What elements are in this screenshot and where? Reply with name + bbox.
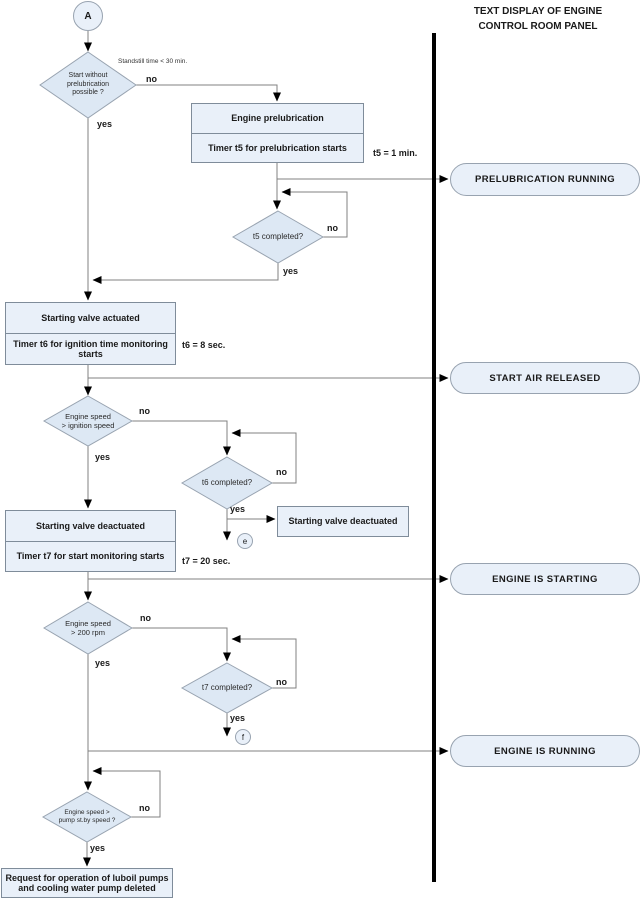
decision-t5-completed-label: t5 completed? [252,232,304,241]
panel-message-engine-is-running: ENGINE IS RUNNING [450,735,640,767]
panel-title-line1: TEXT DISPLAY OF ENGINE [473,6,603,17]
process-starting-valve-deactuated-side-title: Starting valve deactuated [288,516,398,527]
decision-start-without-prelub-label: Start without prelubrication possible ? [66,71,110,97]
label-no-7: no [139,803,150,813]
decision-t7-completed-shape [180,662,274,714]
decision-200rpm-shape [43,601,133,655]
label-no-2: no [327,223,338,233]
label-standstill-note: Standstill time < 30 min. [118,58,188,65]
edge-t5-no-loop [281,188,348,238]
label-t5-note: t5 = 1 min. [373,148,418,158]
decision-t7-completed-label: t7 completed? [201,683,253,692]
decision-t6-completed-shape [181,456,273,510]
process-engine-prelubrication-subtitle: Timer t5 for prelubrication starts [208,142,347,153]
process-starting-valve-deactuated-title: Starting valve deactuated [6,511,175,542]
label-t7-note: t7 = 20 sec. [182,556,231,566]
label-yes-6: yes [230,713,246,723]
flow-edges [83,31,449,867]
process-starting-valve-actuated-title: Starting valve actuated [6,303,175,334]
connector-e: e [237,533,253,549]
process-request-pumps: Request for operation of luboil pumps an… [1,868,173,898]
decision-ignition-speed-label: Engine speed > ignition speed [61,411,115,430]
decision-t5-completed-shape [232,210,324,264]
control-panel-bar [432,33,436,882]
process-request-pumps-title: Request for operation of luboil pumps an… [5,872,169,893]
decision-t6-completed-label: t6 completed? [201,478,253,487]
label-no-5: no [140,613,151,623]
label-no-3: no [139,406,150,416]
label-yes-7: yes [90,843,106,853]
label-yes-4: yes [230,504,246,514]
edge-ign-no [132,420,231,456]
decision-shapes [39,51,324,843]
panel-title-line2: CONTROL ROOM PANEL [478,21,598,32]
edge-pump-no-loop [92,767,161,818]
panel-title: TEXT DISPLAY OF ENGINE CONTROL ROOM PANE… [436,4,640,34]
edge-t7-no-loop [231,635,297,689]
process-engine-prelubrication-title: Engine prelubrication [192,104,363,134]
decision-start-without-prelub-shape [39,51,137,119]
panel-message-engine-is-starting: ENGINE IS STARTING [450,563,640,595]
process-starting-valve-deactuated-subtitle: Timer t7 for start monitoring starts [16,551,165,562]
label-no-4: no [276,467,287,477]
label-yes-5: yes [95,658,111,668]
label-t6-note: t6 = 8 sec. [182,340,226,350]
decision-200rpm-label: Engine speed > 200 rpm [65,618,111,637]
process-starting-valve-deactuated: Starting valve deactuated Timer t7 for s… [5,510,176,572]
label-no-6: no [276,677,287,687]
process-engine-prelubrication: Engine prelubrication Timer t5 for prelu… [191,103,364,163]
edge-t5-yes [92,263,279,284]
connector-f: f [235,729,251,745]
edge-t6-no-loop [231,429,297,484]
process-starting-valve-actuated: Starting valve actuated Timer t6 for ign… [5,302,176,365]
panel-message-start-air-released: START AIR RELEASED [450,362,640,394]
edge-200-no [132,627,231,662]
edge-d1-no [136,84,281,102]
label-yes-2: yes [283,266,299,276]
label-yes-1: yes [97,119,113,129]
connector-a: A [73,1,103,31]
label-no-1: no [146,74,157,84]
decision-pump-standby-shape [41,791,133,843]
label-yes-3: yes [95,452,111,462]
panel-message-prelubrication-running: PRELUBRICATION RUNNING [450,163,640,196]
decision-ignition-speed-shape [42,395,134,447]
process-starting-valve-deactuated-side: Starting valve deactuated [277,506,409,537]
decision-pump-standby-label: Engine speed > pump st.by speed ? [58,808,116,824]
process-starting-valve-actuated-subtitle: Timer t6 for ignition time monitoring st… [13,338,168,359]
